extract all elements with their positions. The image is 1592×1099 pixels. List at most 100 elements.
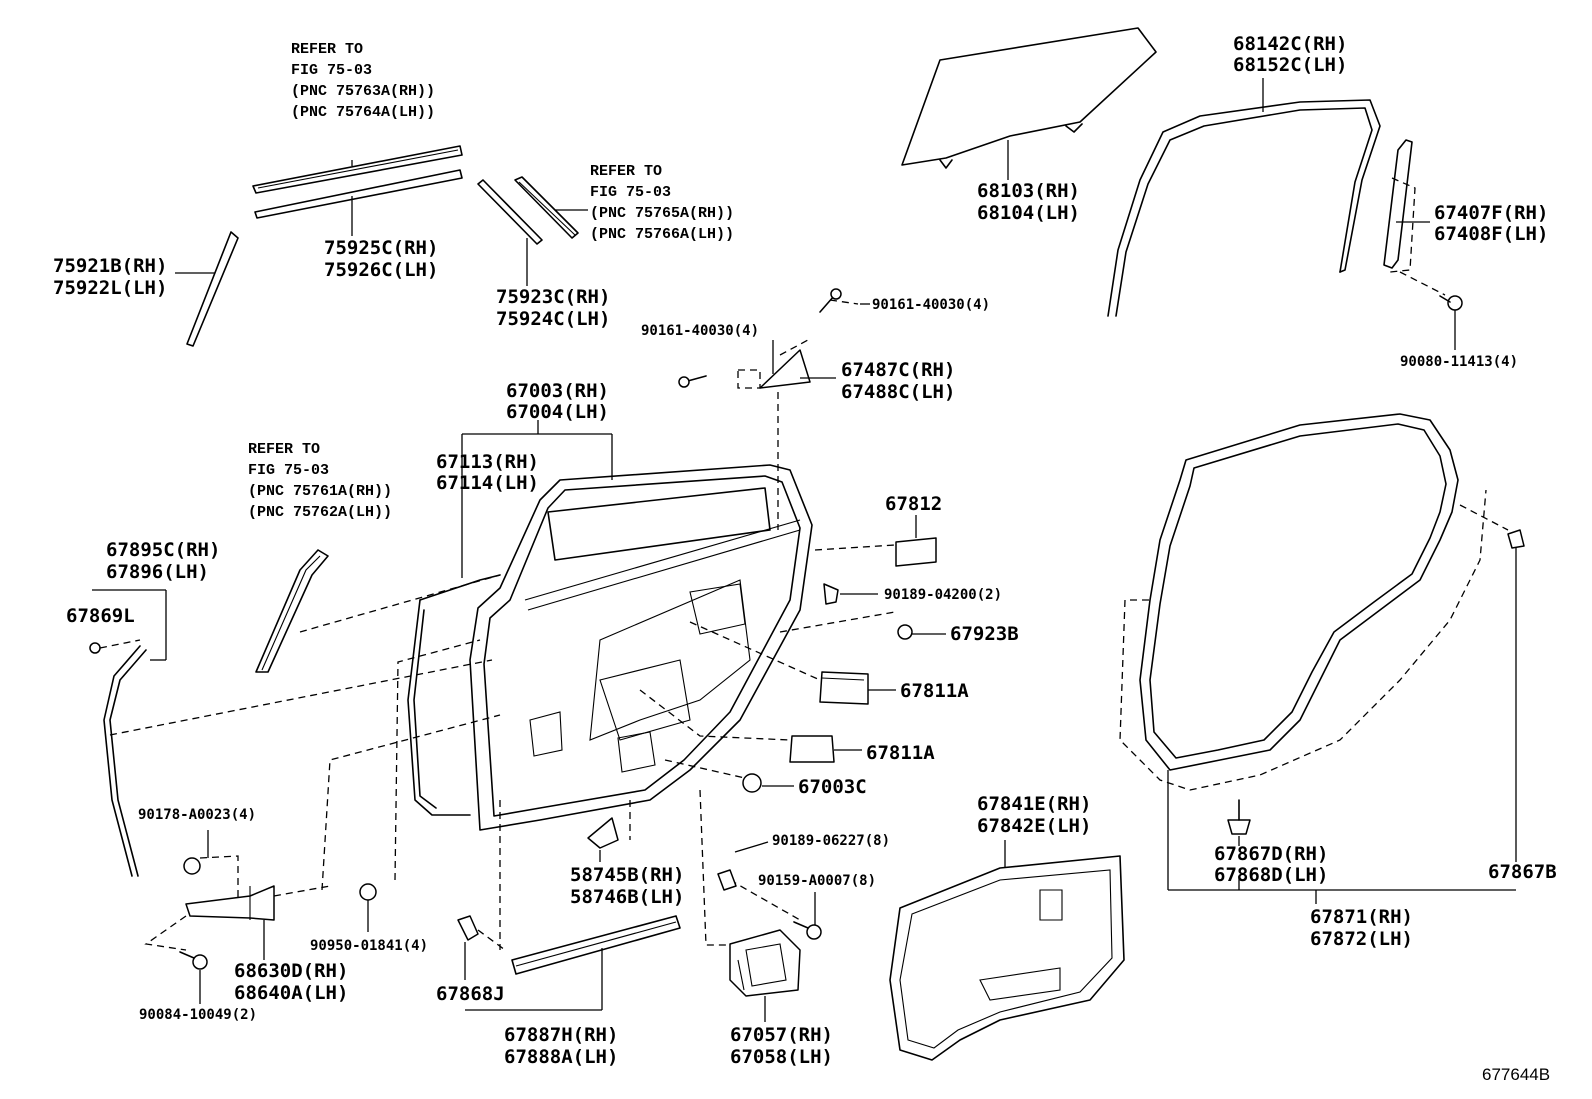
label-67868j: 67868J bbox=[436, 983, 505, 1005]
svg-text:67887H(RH): 67887H(RH) bbox=[504, 1024, 618, 1046]
cover-67487c-drawing bbox=[737, 339, 811, 530]
screw-90161-left-drawing bbox=[678, 375, 707, 388]
label-90161-top: 90161-40030(4) bbox=[872, 297, 990, 313]
outer-panel-67113-drawing bbox=[407, 574, 501, 816]
svg-text:FIG 75-03: FIG 75-03 bbox=[291, 62, 372, 79]
screw-90161-top-drawing bbox=[819, 288, 859, 313]
label-67057: 67057(RH) 67058(LH) bbox=[730, 1024, 833, 1068]
moulding-75925c-drawing bbox=[252, 145, 463, 219]
svg-text:90084-10049(2): 90084-10049(2) bbox=[139, 1007, 257, 1023]
svg-text:67842E(LH): 67842E(LH) bbox=[977, 815, 1091, 837]
label-75925c: 75925C(RH) 75926C(LH) bbox=[324, 237, 438, 281]
assembly-dashed-lines bbox=[109, 544, 896, 951]
svg-text:68103(RH): 68103(RH) bbox=[977, 180, 1080, 202]
label-90161-left: 90161-40030(4) bbox=[641, 323, 759, 339]
svg-text:67888A(LH): 67888A(LH) bbox=[504, 1046, 618, 1068]
svg-text:68142C(RH): 68142C(RH) bbox=[1233, 33, 1347, 55]
svg-text:90161-40030(4): 90161-40030(4) bbox=[641, 323, 759, 339]
label-75923c: 75923C(RH) 75924C(LH) bbox=[496, 286, 610, 330]
svg-text:67003C: 67003C bbox=[798, 776, 867, 798]
svg-text:FIG 75-03: FIG 75-03 bbox=[248, 462, 329, 479]
plug-90950-drawing bbox=[359, 883, 377, 901]
cover-58745b-drawing bbox=[587, 817, 619, 849]
label-68142c: 68142C(RH) 68152C(LH) bbox=[1233, 33, 1347, 76]
label-90084: 90084-10049(2) bbox=[139, 1007, 257, 1023]
moulding-75761a-drawing bbox=[255, 549, 329, 673]
svg-text:68152C(LH): 68152C(LH) bbox=[1233, 54, 1347, 76]
svg-text:68630D(RH): 68630D(RH) bbox=[234, 960, 348, 982]
pad-67812-drawing bbox=[895, 537, 937, 567]
svg-text:67869L: 67869L bbox=[66, 605, 135, 627]
check-assembly-drawing bbox=[144, 855, 331, 970]
moulding-67887h-drawing bbox=[511, 915, 681, 975]
svg-text:67811A: 67811A bbox=[866, 742, 935, 764]
svg-text:75921B(RH): 75921B(RH) bbox=[53, 255, 167, 277]
svg-text:67408F(LH): 67408F(LH) bbox=[1434, 223, 1548, 245]
svg-text:75926C(LH): 75926C(LH) bbox=[324, 259, 438, 281]
label-75921b: 75921B(RH) 75922L(LH) bbox=[53, 255, 167, 299]
svg-text:67896(LH): 67896(LH) bbox=[106, 561, 209, 583]
clip-90189-drawing bbox=[823, 583, 839, 605]
refer-callout-top-mid: REFER TO FIG 75-03 (PNC 75765A(RH)) (PNC… bbox=[590, 163, 734, 243]
lock-67057-drawing bbox=[729, 929, 801, 997]
svg-text:90080-11413(4): 90080-11413(4) bbox=[1400, 354, 1518, 370]
svg-text:67868J: 67868J bbox=[436, 983, 505, 1005]
svg-text:REFER TO: REFER TO bbox=[590, 163, 662, 180]
svg-text:75923C(RH): 75923C(RH) bbox=[496, 286, 610, 308]
label-90189-top: 90189-04200(2) bbox=[884, 587, 1002, 603]
svg-text:67871(RH): 67871(RH) bbox=[1310, 906, 1413, 928]
weatherstrip-67407f-drawing bbox=[1383, 139, 1416, 273]
label-67003c: 67003C bbox=[798, 776, 867, 798]
svg-text:67058(LH): 67058(LH) bbox=[730, 1046, 833, 1068]
svg-text:67004(LH): 67004(LH) bbox=[506, 401, 609, 423]
grommet-67003c-drawing bbox=[742, 773, 762, 793]
label-67407f: 67407F(RH) 67408F(LH) bbox=[1434, 202, 1548, 245]
bolt-90159-drawing bbox=[793, 921, 822, 940]
label-67867d: 67867D(RH) 67868D(LH) bbox=[1214, 843, 1328, 886]
svg-text:67407F(RH): 67407F(RH) bbox=[1434, 202, 1548, 224]
label-90189-bottom: 90189-06227(8) bbox=[772, 833, 890, 849]
svg-text:58746B(LH): 58746B(LH) bbox=[570, 886, 684, 908]
clip-67867d-drawing bbox=[1227, 799, 1251, 835]
svg-text:(PNC 75766A(LH)): (PNC 75766A(LH)) bbox=[590, 226, 734, 243]
svg-text:68640A(LH): 68640A(LH) bbox=[234, 982, 348, 1004]
svg-text:90178-A0023(4): 90178-A0023(4) bbox=[138, 807, 256, 823]
diagram-code: 677644B bbox=[1482, 1065, 1550, 1084]
run-channel-68142c-drawing bbox=[1107, 99, 1381, 317]
svg-text:67811A: 67811A bbox=[900, 680, 969, 702]
label-67113: 67113(RH) 67114(LH) bbox=[436, 451, 539, 494]
service-cover-67841e-drawing bbox=[889, 855, 1125, 1061]
label-90950: 90950-01841(4) bbox=[310, 938, 428, 954]
refer-callout-top-left: REFER TO FIG 75-03 (PNC 75763A(RH)) (PNC… bbox=[291, 41, 435, 121]
label-67841e: 67841E(RH) 67842E(LH) bbox=[977, 793, 1091, 837]
clip-67867b-drawing bbox=[1459, 504, 1525, 549]
label-67811a-lower: 67811A bbox=[866, 742, 935, 764]
leader-lines bbox=[92, 78, 1517, 1022]
svg-text:75925C(RH): 75925C(RH) bbox=[324, 237, 438, 259]
svg-text:(PNC 75764A(LH)): (PNC 75764A(LH)) bbox=[291, 104, 435, 121]
weatherstrip-67871-drawing bbox=[1119, 413, 1487, 791]
svg-text:75922L(LH): 75922L(LH) bbox=[53, 277, 167, 299]
svg-text:58745B(RH): 58745B(RH) bbox=[570, 864, 684, 886]
svg-text:90161-40030(4): 90161-40030(4) bbox=[872, 297, 990, 313]
svg-text:67003(RH): 67003(RH) bbox=[506, 380, 609, 402]
clip-90189b-drawing bbox=[717, 869, 737, 891]
label-68103: 68103(RH) 68104(LH) bbox=[977, 180, 1080, 224]
svg-text:(PNC 75763A(RH)): (PNC 75763A(RH)) bbox=[291, 83, 435, 100]
label-67811a-upper: 67811A bbox=[900, 680, 969, 702]
svg-text:67895C(RH): 67895C(RH) bbox=[106, 539, 220, 561]
svg-text:FIG 75-03: FIG 75-03 bbox=[590, 184, 671, 201]
clip-67868j-drawing bbox=[457, 915, 479, 941]
label-67895c: 67895C(RH) 67896(LH) bbox=[106, 539, 220, 583]
svg-text:90159-A0007(8): 90159-A0007(8) bbox=[758, 873, 876, 889]
svg-text:67872(LH): 67872(LH) bbox=[1310, 928, 1413, 950]
svg-text:(PNC 75762A(LH)): (PNC 75762A(LH)) bbox=[248, 504, 392, 521]
label-90159: 90159-A0007(8) bbox=[758, 873, 876, 889]
label-68630d: 68630D(RH) 68640A(LH) bbox=[234, 960, 348, 1004]
svg-text:67057(RH): 67057(RH) bbox=[730, 1024, 833, 1046]
svg-text:REFER TO: REFER TO bbox=[248, 441, 320, 458]
svg-text:67812: 67812 bbox=[885, 493, 942, 515]
svg-text:68104(LH): 68104(LH) bbox=[977, 202, 1080, 224]
door-frame-67003-drawing bbox=[469, 464, 813, 831]
